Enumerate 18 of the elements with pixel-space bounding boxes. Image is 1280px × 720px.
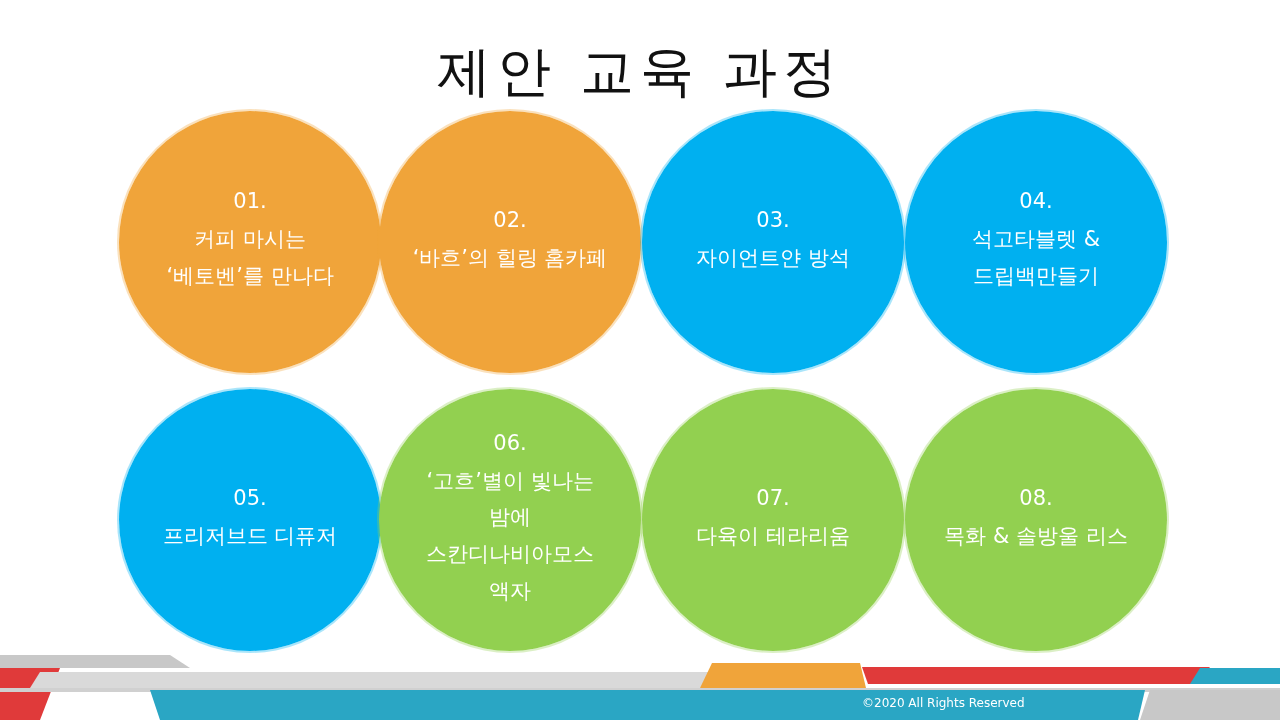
course-title: 프리저브드 디퓨저 [161,522,339,550]
course-title: ‘고흐’별이 빛나는 밤에 스칸디나비아모스 액자 [425,467,595,605]
course-title: 커피 마시는 ‘베토벤’를 만나다 [165,226,335,290]
course-number: 01. [233,189,267,214]
course-number: 08. [1019,485,1053,510]
course-number: 06. [493,430,527,455]
course-number: 03. [756,207,790,232]
course-number: 02. [493,207,527,232]
course-title: 다육이 테라리움 [695,522,851,550]
course-number: 05. [233,485,267,510]
title: 제안 교육 과정 [435,39,845,105]
course-number: 07. [756,485,790,510]
course-title: 자이언트얀 방석 [695,244,851,272]
copyright-notice: ©2020 All Rights Reserved [862,696,1025,710]
course-title: 목화 & 솔방울 리스 [943,522,1129,550]
course-title: ‘바흐’의 힐링 홈카페 [411,244,609,272]
course-title: 석고타블렛 & 드립백만들기 [970,226,1102,290]
course-number: 04. [1019,189,1053,214]
